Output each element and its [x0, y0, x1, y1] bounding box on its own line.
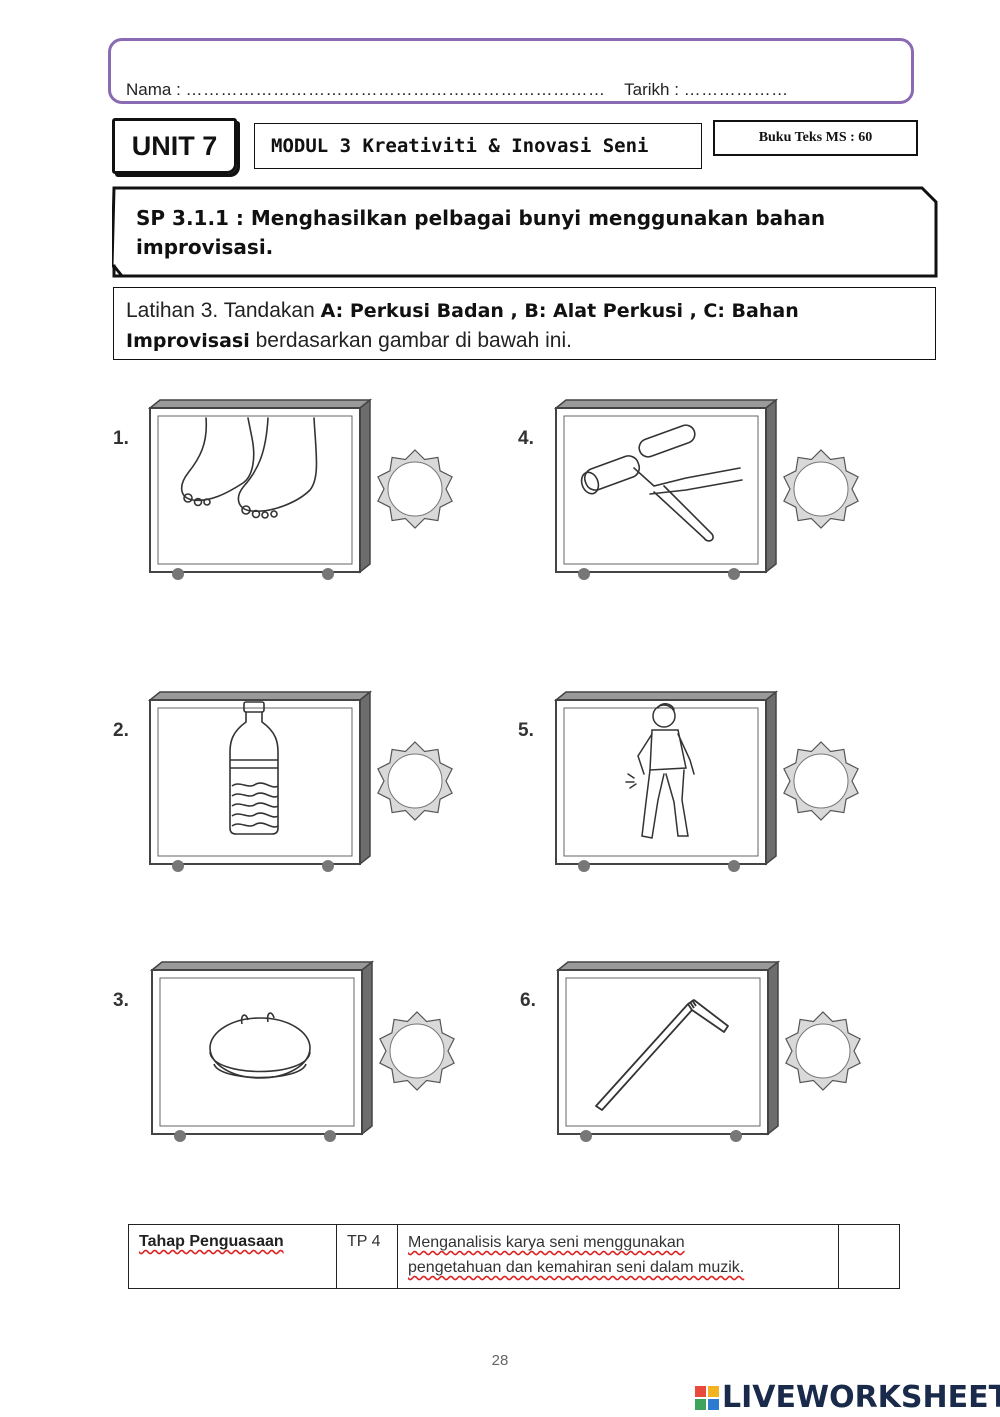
clapper-icon [580, 424, 743, 542]
item-number: 5. [518, 720, 534, 741]
instruction-text: Latihan 3. Tandakan A: Perkusi Badan , B… [126, 299, 799, 352]
answer-flower-input[interactable] [374, 448, 456, 530]
answer-flower-input[interactable] [780, 740, 862, 822]
name-date-box [108, 38, 914, 104]
answer-flower-input[interactable] [782, 1010, 864, 1092]
bottle-icon [229, 701, 279, 835]
picture-frame-card [556, 960, 781, 1142]
tarikh-field[interactable]: ……………… [683, 80, 789, 99]
textbook-page-ref: Buku Teks MS : 60 [713, 120, 918, 156]
sp-statement: SP 3.1.1 : Menghasilkan pelbagai bunyi m… [136, 206, 826, 259]
tahap-penguasaan-table: Tahap Penguasaan TP 4 Menganalisis karya… [128, 1224, 900, 1289]
boy-slapping-thigh-icon [625, 703, 695, 839]
feet-icon [180, 417, 318, 519]
nama-field[interactable]: ……………………………………………………………… [185, 80, 606, 99]
liveworksheets-logo-icon [695, 1386, 719, 1410]
page-number: 28 [491, 1352, 509, 1369]
tahap-label-cell: Tahap Penguasaan [128, 1224, 337, 1289]
instruction-box [113, 287, 936, 360]
name-date-line: Nama : ……………………………………………………………… Tarikh :… [126, 80, 789, 100]
answer-flower-input[interactable] [376, 1010, 458, 1092]
unit-title: UNIT 7 [112, 118, 237, 174]
item-number: 1. [113, 428, 129, 449]
picture-frame-card [554, 398, 779, 580]
tarikh-label: Tarikh : [624, 80, 679, 99]
item-number: 6. [520, 990, 536, 1011]
picture-frame-card [148, 690, 373, 872]
modul-title: MODUL 3 Kreativiti & Inovasi Seni [254, 123, 702, 169]
cymbal-icon [209, 1012, 311, 1079]
sp-box-frame [112, 186, 938, 278]
answer-flower-input[interactable] [780, 448, 862, 530]
answer-flower-input[interactable] [374, 740, 456, 822]
straw-icon [595, 999, 729, 1111]
picture-frame-card [554, 690, 779, 872]
item-number: 3. [113, 990, 129, 1011]
item-number: 2. [113, 720, 129, 741]
item-number: 4. [518, 428, 534, 449]
tahap-checkbox-cell[interactable] [838, 1224, 900, 1289]
nama-label: Nama : [126, 80, 181, 99]
liveworksheets-brand: LIVEWORKSHEETS [722, 1380, 1000, 1415]
picture-frame-card [148, 398, 373, 580]
tp-level-cell: TP 4 [336, 1224, 398, 1289]
picture-frame-card [150, 960, 375, 1142]
